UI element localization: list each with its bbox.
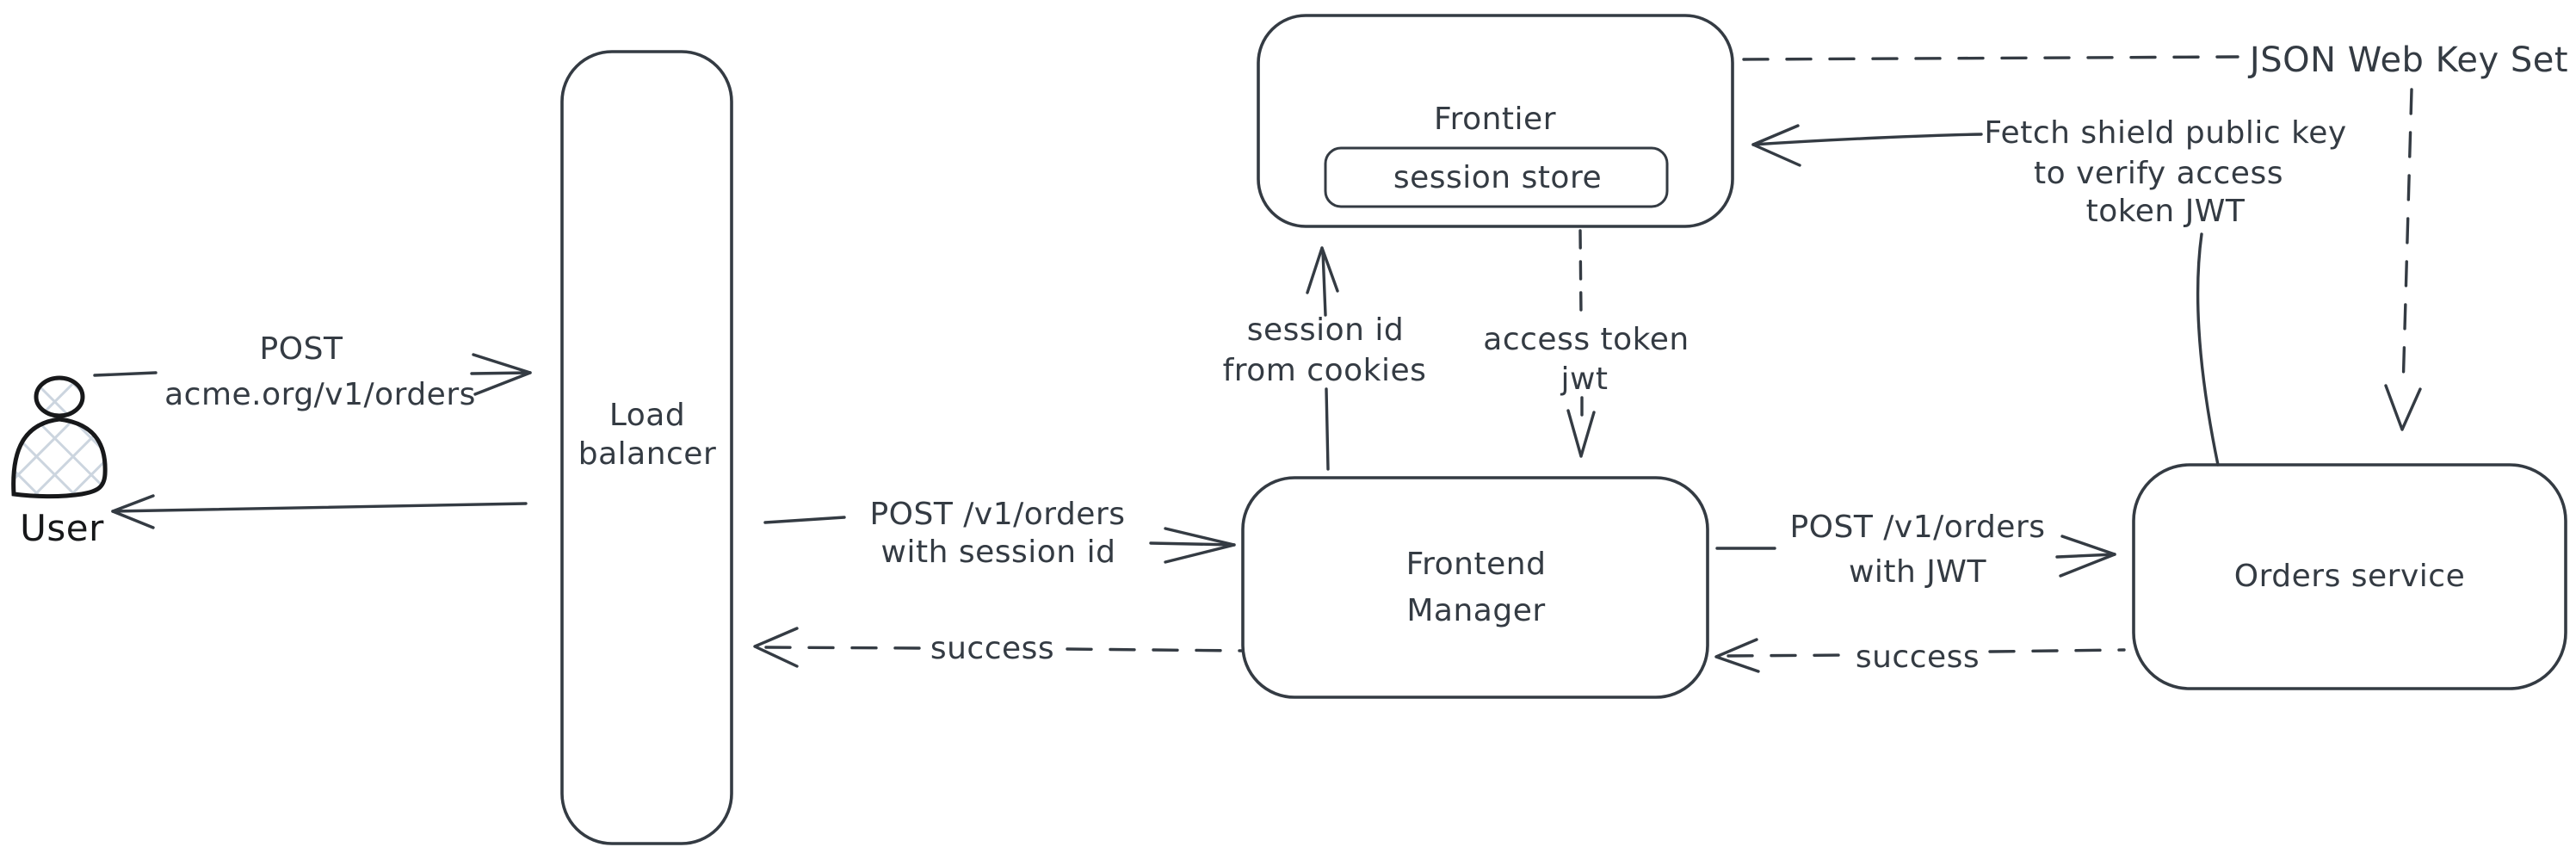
orders-service-shape <box>2132 463 2567 690</box>
edge-label-line1: session id <box>1247 312 1405 348</box>
user-icon <box>34 375 85 418</box>
arrowhead-up-icon <box>1306 246 1339 294</box>
edge-orders-service-to-frontend-manager[interactable]: success <box>1714 638 2126 675</box>
frontend-manager-label-line1: Frontend <box>1406 547 1547 582</box>
dashed-shaft <box>764 646 1243 652</box>
edge-label-line1: Fetch shield public key <box>1984 115 2346 151</box>
edge-label: success <box>930 631 1054 666</box>
edge-label: success <box>1856 640 1980 675</box>
session-store-shape[interactable] <box>1324 146 1669 208</box>
arrowhead-left-icon <box>1751 124 1801 167</box>
node-orders-service[interactable]: Orders service <box>2132 463 2567 690</box>
node-load-balancer[interactable]: Load balancer <box>560 50 733 845</box>
edge-label-line1: POST /v1/orders <box>1789 510 2045 545</box>
frontend-manager-label-line2: Manager <box>1406 593 1545 628</box>
edge-session-store-to-frontend-manager[interactable]: access token jwt <box>1483 229 1689 458</box>
edge-label-line2: from cookies <box>1223 353 1427 388</box>
dashed-shaft-vertical <box>2401 88 2413 391</box>
user-actor[interactable]: User <box>11 375 108 549</box>
arrowhead-left-icon <box>753 627 799 668</box>
edge-frontend-manager-to-frontier[interactable]: session id from cookies <box>1223 246 1427 471</box>
edge-label-line2: to verify access <box>2034 156 2283 191</box>
edge-orders-service-to-frontier[interactable]: Fetch shield public key to verify access… <box>1751 115 2347 467</box>
dashed-shaft <box>1578 229 1584 425</box>
edge-label-line2: with session id <box>881 535 1116 570</box>
arrow-shaft <box>470 371 532 375</box>
load-balancer-label-line1: Load <box>609 398 685 433</box>
user-label: User <box>20 507 104 549</box>
arrow-shaft <box>1751 133 2220 467</box>
edge-label-line1: POST /v1/orders <box>869 497 1125 532</box>
frontier-label: Frontier <box>1434 102 1556 137</box>
orders-service-label: Orders service <box>2234 559 2465 594</box>
session-store-label: session store <box>1393 160 1602 195</box>
arrowhead-down-icon <box>1566 409 1596 458</box>
arrow-shaft <box>111 502 528 513</box>
arrowhead-down-icon <box>2384 384 2422 431</box>
dashed-shaft-horizontal <box>1742 55 2239 61</box>
arrowhead-left-icon <box>1714 638 1760 673</box>
edge-label-line1: access token <box>1483 322 1689 357</box>
node-frontend-manager[interactable]: Frontend Manager <box>1241 476 1709 699</box>
edge-user-to-load-balancer[interactable]: POST acme.org/v1/orders <box>93 331 532 412</box>
arrow-tail <box>763 516 846 524</box>
load-balancer-label-line2: balancer <box>578 436 717 472</box>
arrow-tail <box>93 371 158 377</box>
arrowhead-right-icon <box>2059 535 2116 578</box>
edge-label-line2: with JWT <box>1849 554 1987 590</box>
edge-label: JSON Web Key Set <box>2247 40 2568 80</box>
edge-label-line2: acme.org/v1/orders <box>164 377 476 412</box>
arrow-shaft <box>2055 553 2116 559</box>
edge-load-balancer-to-user[interactable] <box>111 494 528 529</box>
arrowhead-right-icon <box>1164 527 1236 564</box>
arrowhead-left-icon <box>111 494 155 529</box>
edge-load-balancer-to-frontend-manager[interactable]: POST /v1/orders with session id <box>763 497 1236 570</box>
edge-label-line2: jwt <box>1560 362 1608 397</box>
user-icon-body <box>11 417 108 499</box>
arrow-shaft <box>1321 250 1330 471</box>
node-frontier[interactable]: Frontier session store <box>1257 14 1734 228</box>
edge-frontier-to-orders-service-jwks[interactable]: JSON Web Key Set <box>1742 40 2568 431</box>
arrow-shaft <box>1149 541 1236 547</box>
edge-frontend-manager-to-load-balancer[interactable]: success <box>753 627 1243 668</box>
frontend-manager-shape <box>1241 476 1709 699</box>
arrowhead-right-icon <box>472 353 532 396</box>
edge-label-line1: POST <box>260 331 343 367</box>
edge-label-line3: token JWT <box>2086 194 2246 229</box>
dashed-shaft <box>1727 648 2126 658</box>
edge-frontend-manager-to-orders-service[interactable]: POST /v1/orders with JWT <box>1715 510 2116 590</box>
load-balancer-shape <box>560 50 733 845</box>
